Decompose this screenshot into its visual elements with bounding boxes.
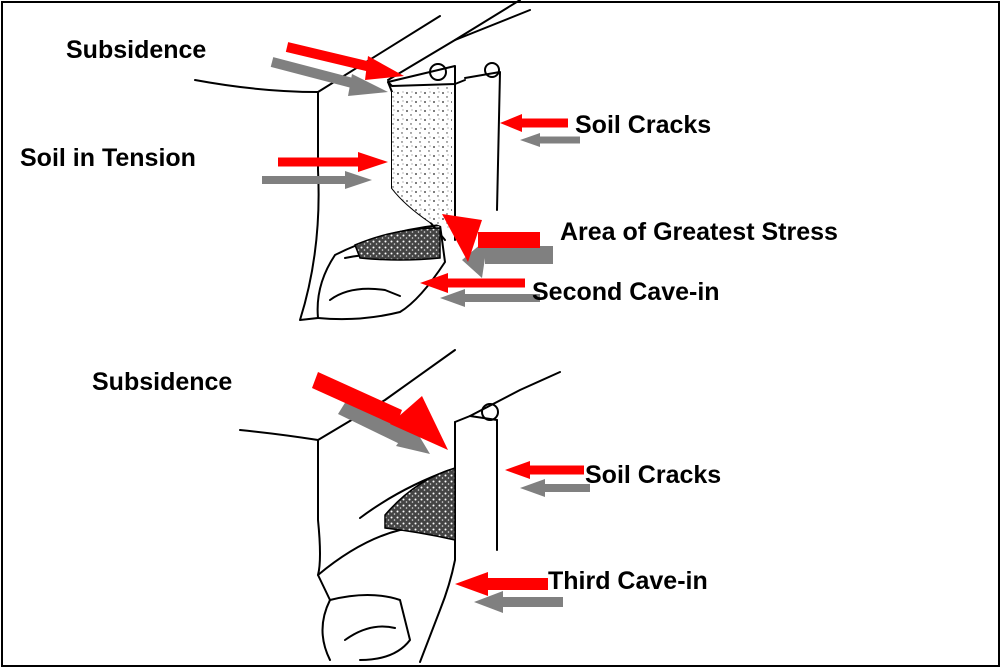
label-third-cave-in: Third Cave-in xyxy=(548,569,708,594)
arrow-bottom-soil-cracks xyxy=(505,461,590,497)
arrow-bottom-subsidence xyxy=(312,372,448,454)
label-soil-in-tension: Soil in Tension xyxy=(20,146,196,171)
label-top-soil-cracks: Soil Cracks xyxy=(575,113,711,138)
bottom-left-wall xyxy=(318,440,330,660)
label-second-cave-in: Second Cave-in xyxy=(532,280,720,305)
arrow-top-soil-cracks xyxy=(500,114,580,147)
arrow-area-greatest-stress xyxy=(442,214,553,278)
arrow-soil-in-tension xyxy=(262,152,388,189)
bottom-ground-right-line xyxy=(455,372,560,422)
label-bottom-soil-cracks: Soil Cracks xyxy=(585,463,721,488)
top-right-wall xyxy=(465,72,500,210)
arrow-third-cave-in xyxy=(455,572,563,613)
bottom-gap-edge xyxy=(420,422,455,662)
bottom-stress-zone xyxy=(385,468,455,540)
arrow-top-subsidence xyxy=(272,47,404,96)
top-ground-right-line xyxy=(388,10,530,80)
arrow-second-cave-in xyxy=(420,273,540,307)
top-ground-far-line xyxy=(455,0,520,40)
top-tension-block xyxy=(392,86,452,230)
top-left-wall xyxy=(300,92,319,320)
label-top-subsidence: Subsidence xyxy=(66,38,206,63)
top-stress-zone xyxy=(355,228,440,260)
label-area-greatest-stress: Area of Greatest Stress xyxy=(560,220,838,245)
label-bottom-subsidence: Subsidence xyxy=(92,370,232,395)
